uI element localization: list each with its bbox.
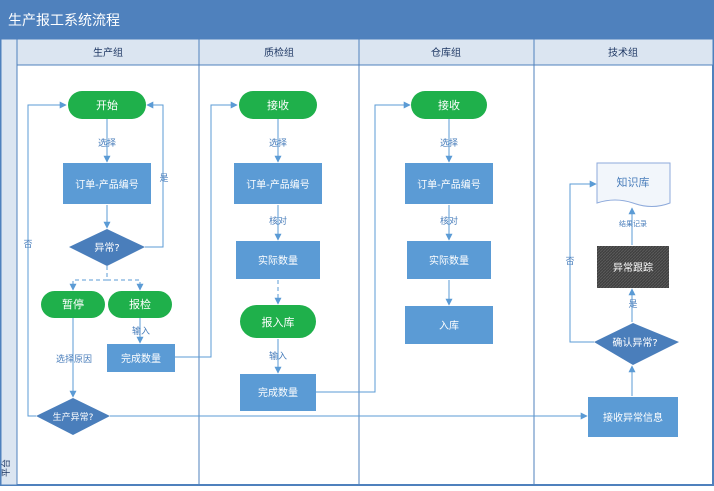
node-prod-abnormal-label: 异常?	[94, 241, 119, 254]
node-wh-receive-label: 接收	[438, 98, 460, 112]
node-qc-receive	[239, 91, 317, 119]
edge-label: 选择	[98, 137, 116, 149]
lane-label-qc: 质检组	[264, 46, 294, 59]
lane-header-tech	[533, 38, 714, 66]
node-prod-pause-label: 暂停	[62, 297, 84, 311]
node-wh-stockin	[405, 306, 493, 344]
node-prod-order	[63, 163, 151, 204]
lane-label-tech: 技术组	[608, 46, 638, 59]
node-qc-order	[234, 163, 322, 204]
node-prod-start	[68, 91, 146, 119]
node-tech-track-label: 异常跟踪	[613, 261, 653, 274]
node-tech-kb	[596, 162, 671, 207]
node-tech-receive	[588, 397, 678, 437]
node-qc-stockin-label: 报入库	[262, 315, 295, 329]
node-qc-receive-label: 接收	[267, 98, 289, 112]
edge-label: 选择	[440, 137, 458, 149]
node-prod-pause	[41, 291, 105, 318]
edge-label: 否	[565, 256, 574, 267]
edge-label: 核对	[269, 215, 287, 227]
node-prod-complete	[107, 344, 175, 372]
edge-label: 否	[23, 239, 32, 250]
node-wh-order	[405, 163, 493, 204]
lane-header-warehouse	[358, 38, 535, 66]
lane-label-production: 生产组	[93, 46, 123, 59]
node-prod-abnormal2	[36, 398, 110, 435]
lane-header-qc	[198, 38, 360, 66]
node-prod-start-label: 开始	[96, 98, 118, 112]
node-wh-receive	[411, 91, 487, 119]
edge-label: 结果记录	[619, 219, 647, 228]
lane-label-warehouse: 仓库组	[431, 46, 461, 59]
node-qc-complete	[240, 374, 316, 411]
edge-label: 核对	[440, 215, 458, 227]
node-prod-order-label: 订单-产品编号	[75, 178, 139, 191]
edge-label: 是	[628, 299, 637, 310]
node-tech-receive-label: 接收异常信息	[603, 411, 663, 424]
node-prod-inspect	[108, 291, 172, 318]
node-qc-complete-label: 完成数量	[258, 386, 298, 399]
edge-label: 是	[159, 173, 168, 184]
node-wh-stockin-label: 入库	[439, 319, 459, 332]
node-tech-kb-label: 知识库	[617, 175, 650, 189]
node-prod-complete-label: 完成数量	[121, 352, 161, 365]
connectors	[27, 101, 636, 420]
node-tech-confirm-label: 确认异常?	[612, 336, 657, 349]
title-bar	[1, 1, 713, 39]
node-wh-actual-label: 实际数量	[429, 254, 469, 267]
side-label: 平台	[0, 459, 12, 477]
node-wh-actual	[407, 241, 491, 279]
node-prod-inspect-label: 报检	[129, 297, 151, 311]
node-tech-track	[597, 246, 669, 288]
edge-label: 选择原因	[56, 353, 92, 365]
node-qc-order-label: 订单-产品编号	[246, 178, 310, 191]
diagram-title: 生产报工系统流程	[8, 13, 120, 29]
node-wh-order-label: 订单-产品编号	[417, 178, 481, 191]
side-strip	[0, 38, 18, 486]
node-qc-actual	[236, 241, 320, 279]
edge-label: 输入	[132, 325, 150, 337]
node-qc-stockin	[240, 305, 316, 338]
lane-header-production	[16, 38, 200, 66]
node-prod-abnormal	[69, 229, 145, 266]
edge-label: 选择	[269, 137, 287, 149]
node-qc-actual-label: 实际数量	[258, 254, 298, 267]
node-prod-abnormal2-label: 生产异常?	[53, 411, 94, 423]
edge-label: 输入	[269, 350, 287, 362]
node-tech-confirm	[594, 323, 679, 365]
